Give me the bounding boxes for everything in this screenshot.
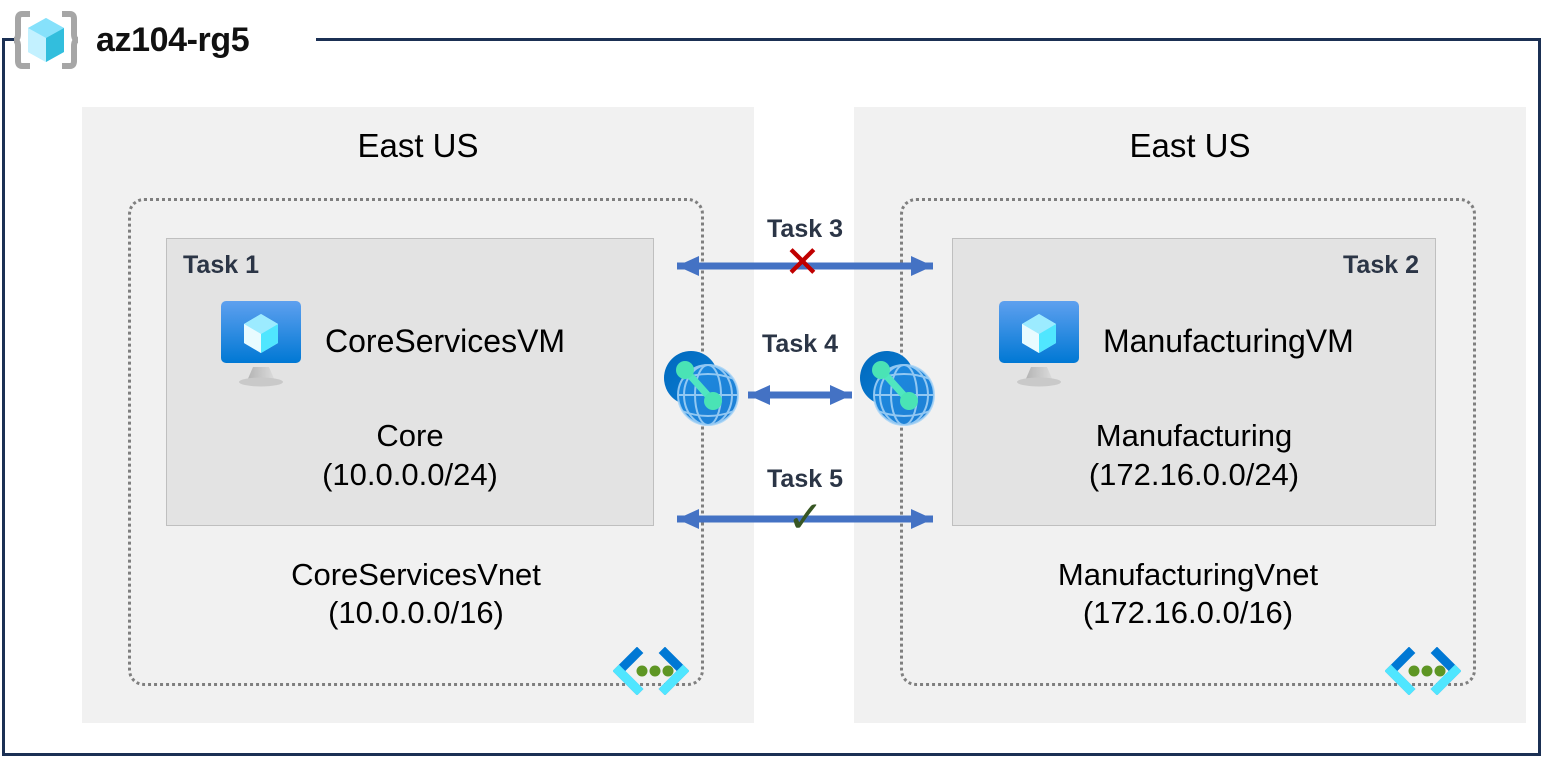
virtual-machine-icon — [215, 295, 307, 387]
task-tag-task1: Task 1 — [183, 251, 259, 279]
vnet-cidr-manufacturing: (172.16.0.0/16) — [1082, 594, 1294, 630]
connection-task3: Task 3 ✕ — [655, 215, 955, 285]
vnet-label-manufacturing: ManufacturingVnet (172.16.0.0/16) — [903, 556, 1473, 632]
vnet-cidr-core-services: (10.0.0.0/16) — [328, 594, 504, 630]
virtual-network-icon — [1384, 646, 1462, 696]
vm-row-manufacturing: ManufacturingVM — [953, 295, 1475, 387]
status-mark-allowed: ✓ — [787, 493, 824, 542]
connection-label-task4: Task 4 — [762, 330, 838, 358]
vnet-peering-icon — [660, 347, 742, 429]
vnet-box-manufacturing: ManufacturingVnet (172.16.0.0/16) — [900, 198, 1476, 696]
virtual-network-icon — [612, 646, 690, 696]
resource-group-header: az104-rg5 — [5, 8, 258, 72]
connection-task4: Task 4 — [700, 330, 900, 410]
vnet-name-manufacturing: ManufacturingVnet — [1057, 557, 1319, 592]
subnet-cidr-manufacturing: (172.16.0.0/24) — [1088, 456, 1300, 492]
vnet-peering-icon — [856, 347, 938, 429]
vm-name-core-services: CoreServicesVM — [325, 322, 566, 359]
vm-name-manufacturing: ManufacturingVM — [1103, 322, 1354, 359]
task-tag-task2: Task 2 — [1343, 251, 1419, 279]
connection-label-task3: Task 3 — [767, 215, 843, 243]
subnet-name-core: Core — [376, 418, 444, 453]
connection-label-task5: Task 5 — [767, 465, 843, 493]
subnet-box-core: Task 1 — [166, 238, 654, 526]
resource-group-frame — [2, 38, 1541, 756]
subnet-cidr-core: (10.0.0.0/24) — [322, 456, 498, 492]
resource-group-frame-top-right — [316, 38, 1541, 41]
virtual-machine-icon — [993, 295, 1085, 387]
connection-task5: Task 5 ✓ — [655, 465, 955, 545]
subnet-label-core: Core (10.0.0.0/24) — [167, 417, 653, 495]
region-label-left: East US — [357, 127, 479, 164]
subnet-label-manufacturing: Manufacturing (172.16.0.0/24) — [953, 417, 1435, 495]
subnet-name-manufacturing: Manufacturing — [1095, 418, 1293, 453]
subnet-box-manufacturing: Task 2 — [952, 238, 1436, 526]
vm-row-core-services: CoreServicesVM — [167, 295, 701, 387]
vnet-name-core-services: CoreServicesVnet — [291, 557, 541, 592]
resource-group-title: az104-rg5 — [88, 23, 258, 57]
vnet-label-core-services: CoreServicesVnet (10.0.0.0/16) — [131, 556, 701, 632]
resource-group-frame-top-left — [2, 38, 24, 41]
region-label-right: East US — [1129, 127, 1251, 164]
resource-group-cube-icon — [5, 8, 87, 72]
vnet-box-core-services: CoreServicesVnet (10.0.0.0/16) — [128, 198, 704, 696]
status-mark-blocked: ✕ — [784, 238, 821, 287]
